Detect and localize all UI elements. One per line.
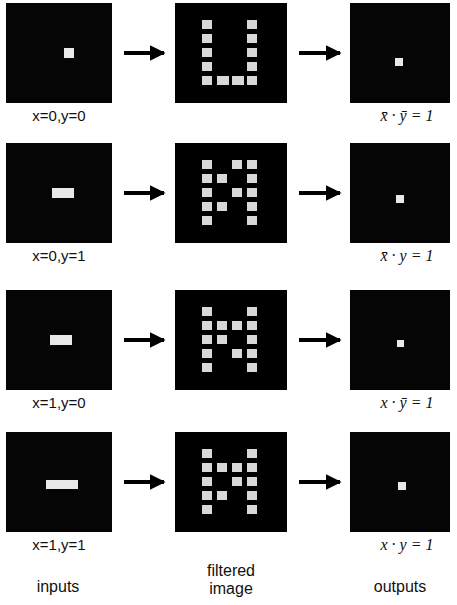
dark-panel: [350, 432, 450, 532]
dark-panel: [6, 3, 112, 103]
image-panel: x=1,y=1: [6, 432, 112, 553]
input-label: x=0,y=0: [6, 107, 112, 124]
filtered-panels: [175, 3, 287, 532]
output-expression: x̄ · ȳ = 1: [350, 107, 450, 125]
output-expression: x · ȳ = 1: [350, 394, 450, 412]
arrow: [124, 53, 340, 482]
light-spot: [6, 143, 112, 243]
output-expression: x̄ · y = 1: [350, 247, 450, 265]
light-spot: [350, 432, 450, 532]
dark-panel: [6, 143, 112, 243]
image-panel: x · ȳ = 1: [350, 290, 450, 412]
dark-panel: [350, 290, 450, 390]
dark-panel: [350, 143, 450, 243]
image-panel: x=1,y=0: [6, 290, 112, 411]
dark-panel: [6, 290, 112, 390]
light-spot: [6, 290, 112, 390]
light-spot: [350, 290, 450, 390]
light-spot: [6, 432, 112, 532]
image-panel: x̄ · ȳ = 1: [350, 3, 450, 125]
image-panel: x=0,y=0: [6, 3, 112, 124]
dark-panel: [6, 432, 112, 532]
image-panel: x̄ · y = 1: [350, 143, 450, 265]
output-expression: x · y = 1: [350, 536, 450, 554]
light-spot: [350, 3, 450, 103]
dark-panel: [350, 3, 450, 103]
column-label: filtered image: [191, 562, 271, 598]
filtered-pattern: [202, 20, 257, 514]
column-label: inputs: [8, 578, 108, 596]
column-label: outputs: [350, 578, 450, 596]
image-panel: x · y = 1: [350, 432, 450, 554]
image-panel: x=0,y=1: [6, 143, 112, 264]
light-spot: [350, 143, 450, 243]
input-label: x=1,y=1: [6, 536, 112, 553]
light-spot: [6, 3, 112, 103]
input-label: x=0,y=1: [6, 247, 112, 264]
input-label: x=1,y=0: [6, 394, 112, 411]
